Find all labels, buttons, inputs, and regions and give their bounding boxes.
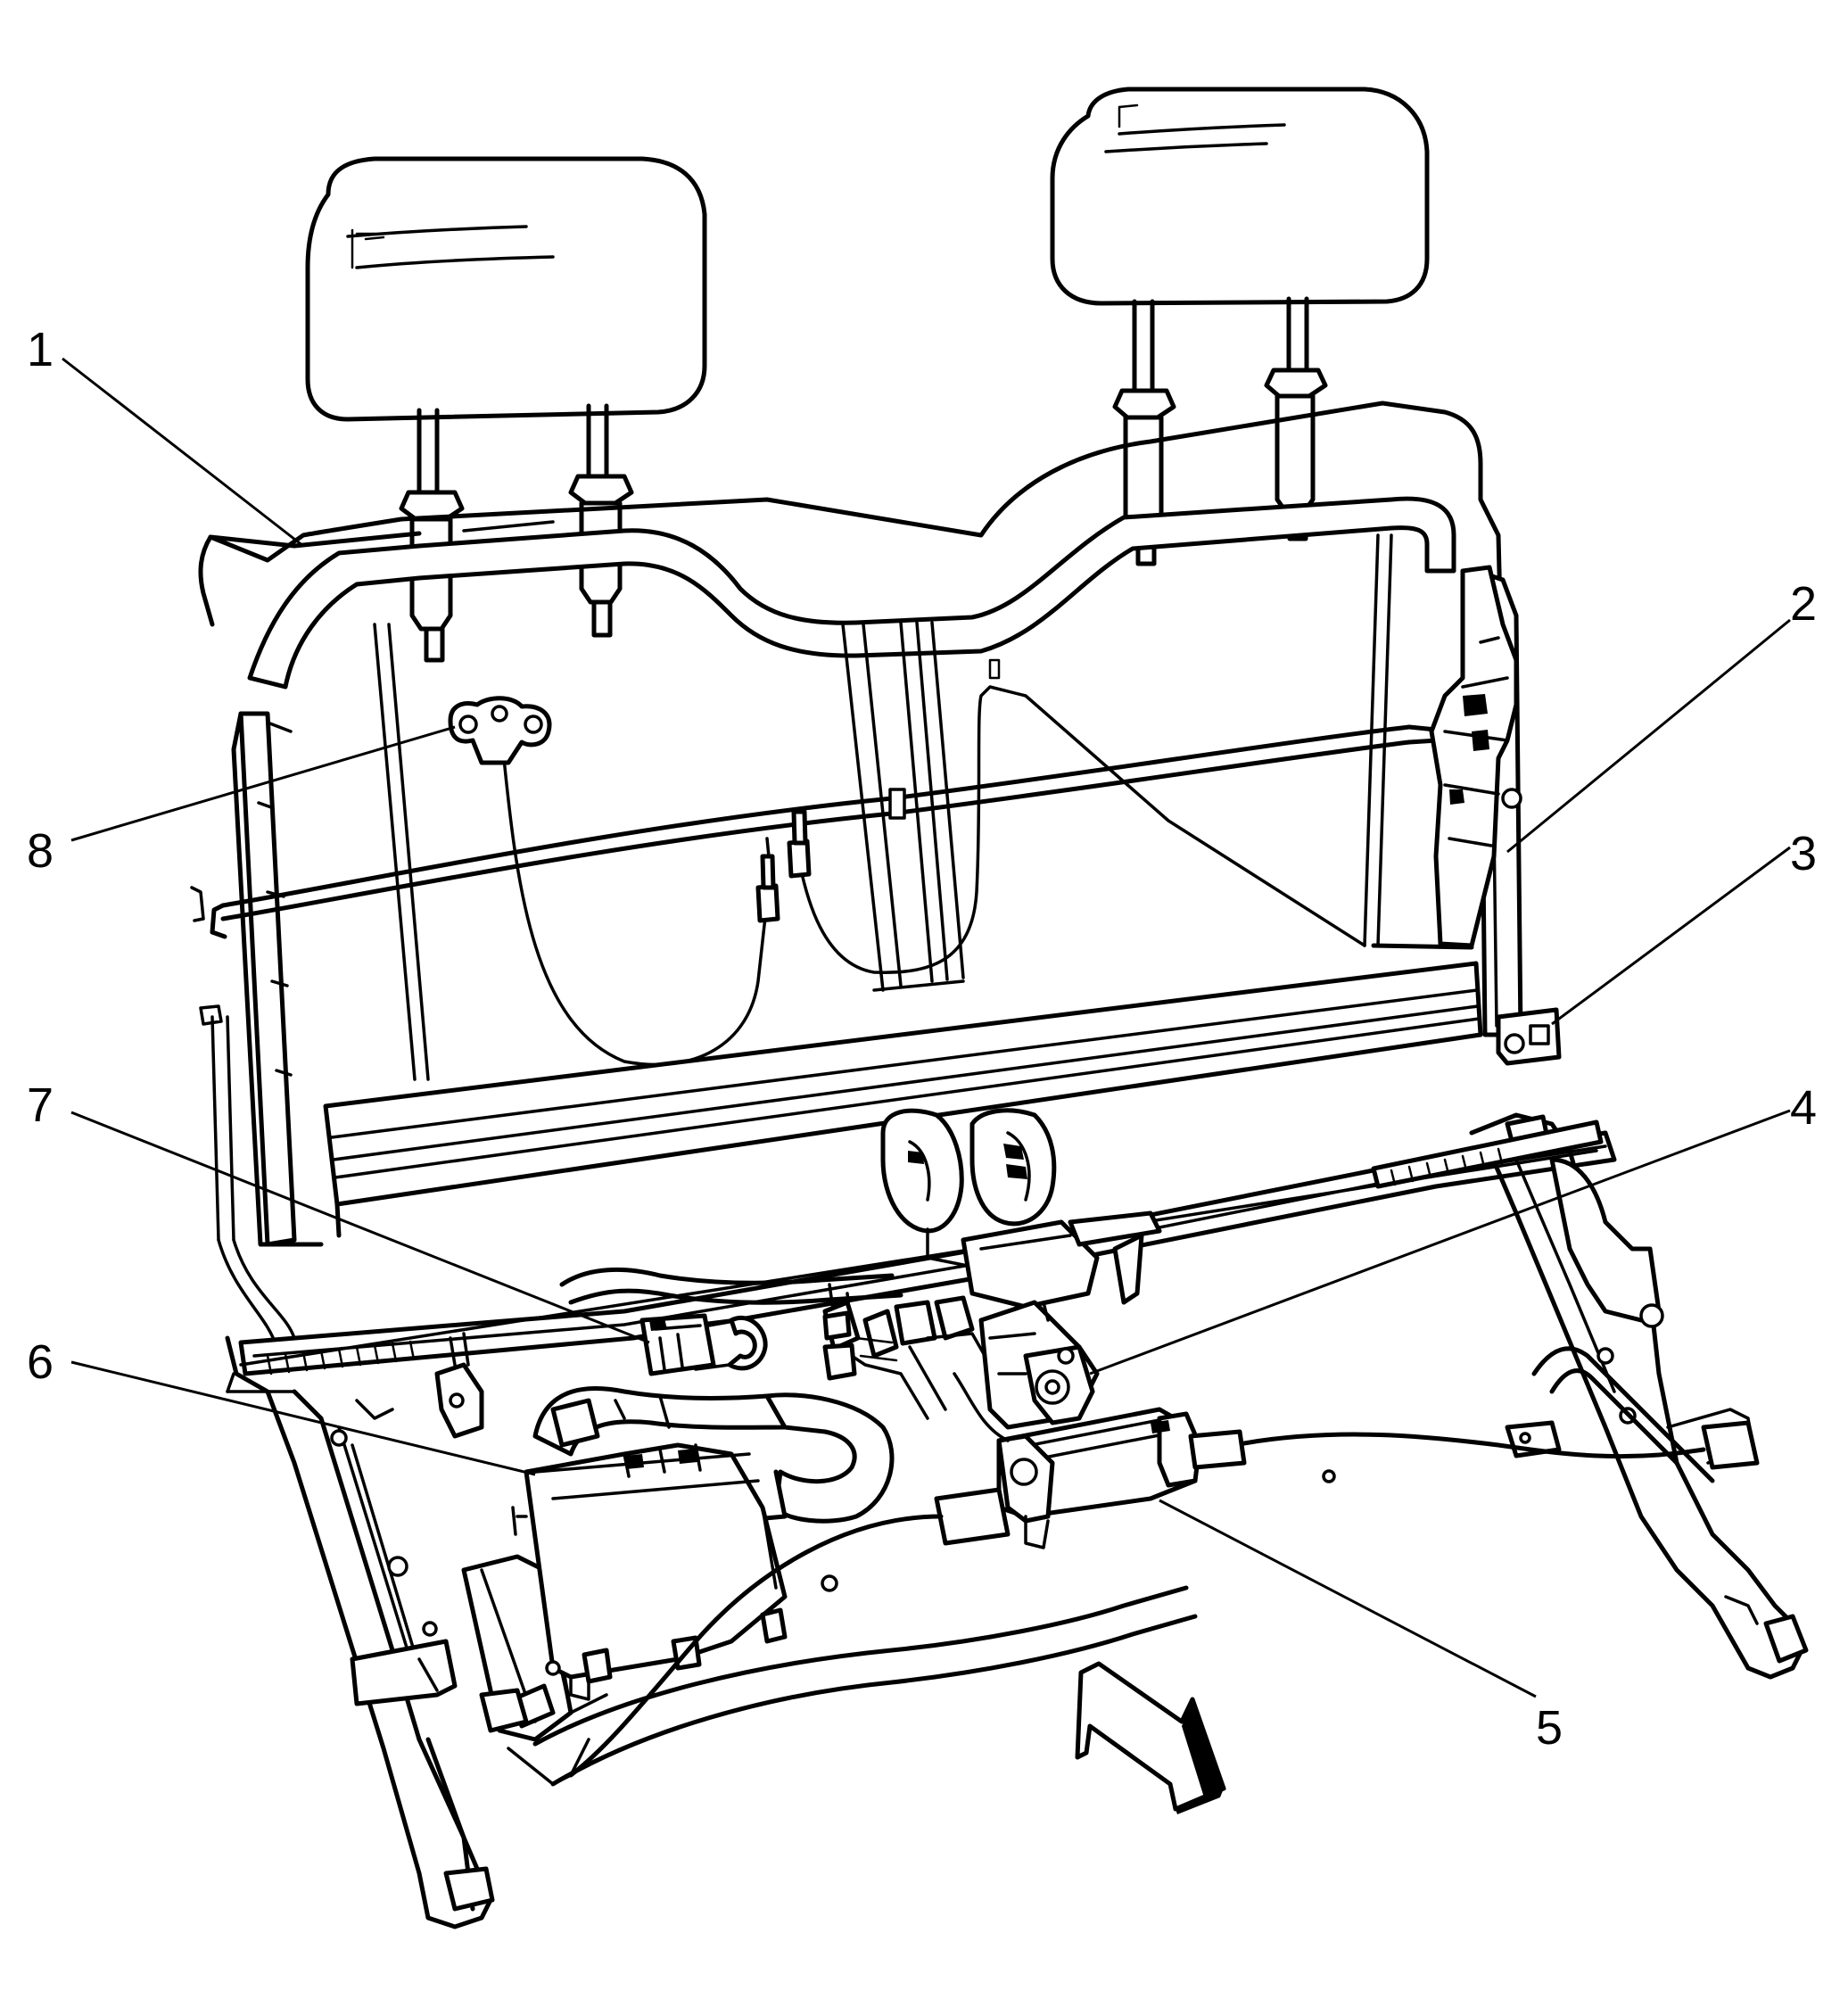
leader-lines — [62, 357, 1791, 1698]
leader-5 — [1159, 1499, 1537, 1698]
cushion-bolts — [545, 1347, 1336, 1676]
front-direction-arrow-icon — [1075, 1661, 1226, 1814]
callout-2: 2 — [1790, 577, 1817, 631]
back-cable-rod — [210, 724, 1440, 939]
callout-6: 6 — [27, 1335, 54, 1389]
callout-8: 8 — [27, 824, 54, 878]
seat-cushion-actuator-5 — [934, 1407, 1247, 1549]
seat-recliner-actuator-4 — [978, 1300, 1100, 1430]
callout-labels: 1 2 3 4 5 6 7 8 — [27, 323, 1817, 1755]
right-headrest — [1050, 87, 1430, 566]
callout-7: 7 — [27, 1078, 54, 1132]
leader-7 — [70, 1111, 650, 1344]
left-side-bracket — [190, 886, 296, 1349]
leader-1 — [62, 357, 304, 548]
back-wiring — [502, 658, 1366, 1067]
leader-6 — [70, 1360, 536, 1476]
leader-2 — [1506, 618, 1791, 854]
callout-1: 1 — [27, 323, 54, 376]
harness-connector-7 — [639, 1313, 716, 1376]
cushion-frame — [225, 1112, 1809, 1929]
harness-clip-8 — [448, 696, 552, 765]
seat-back-actuator-2 — [1429, 565, 1522, 948]
leader-8 — [70, 725, 456, 842]
callout-4: 4 — [1790, 1081, 1817, 1135]
callout-5: 5 — [1536, 1701, 1563, 1755]
bracket-3 — [1496, 1007, 1562, 1066]
leader-4 — [1089, 1109, 1791, 1376]
seat-back-frame — [198, 401, 1523, 1247]
center-mechanism — [559, 1108, 1162, 1420]
callout-3: 3 — [1790, 827, 1817, 880]
left-headrest — [305, 156, 707, 663]
actuator-cables — [479, 1372, 1706, 1778]
leader-3 — [1551, 846, 1791, 1026]
